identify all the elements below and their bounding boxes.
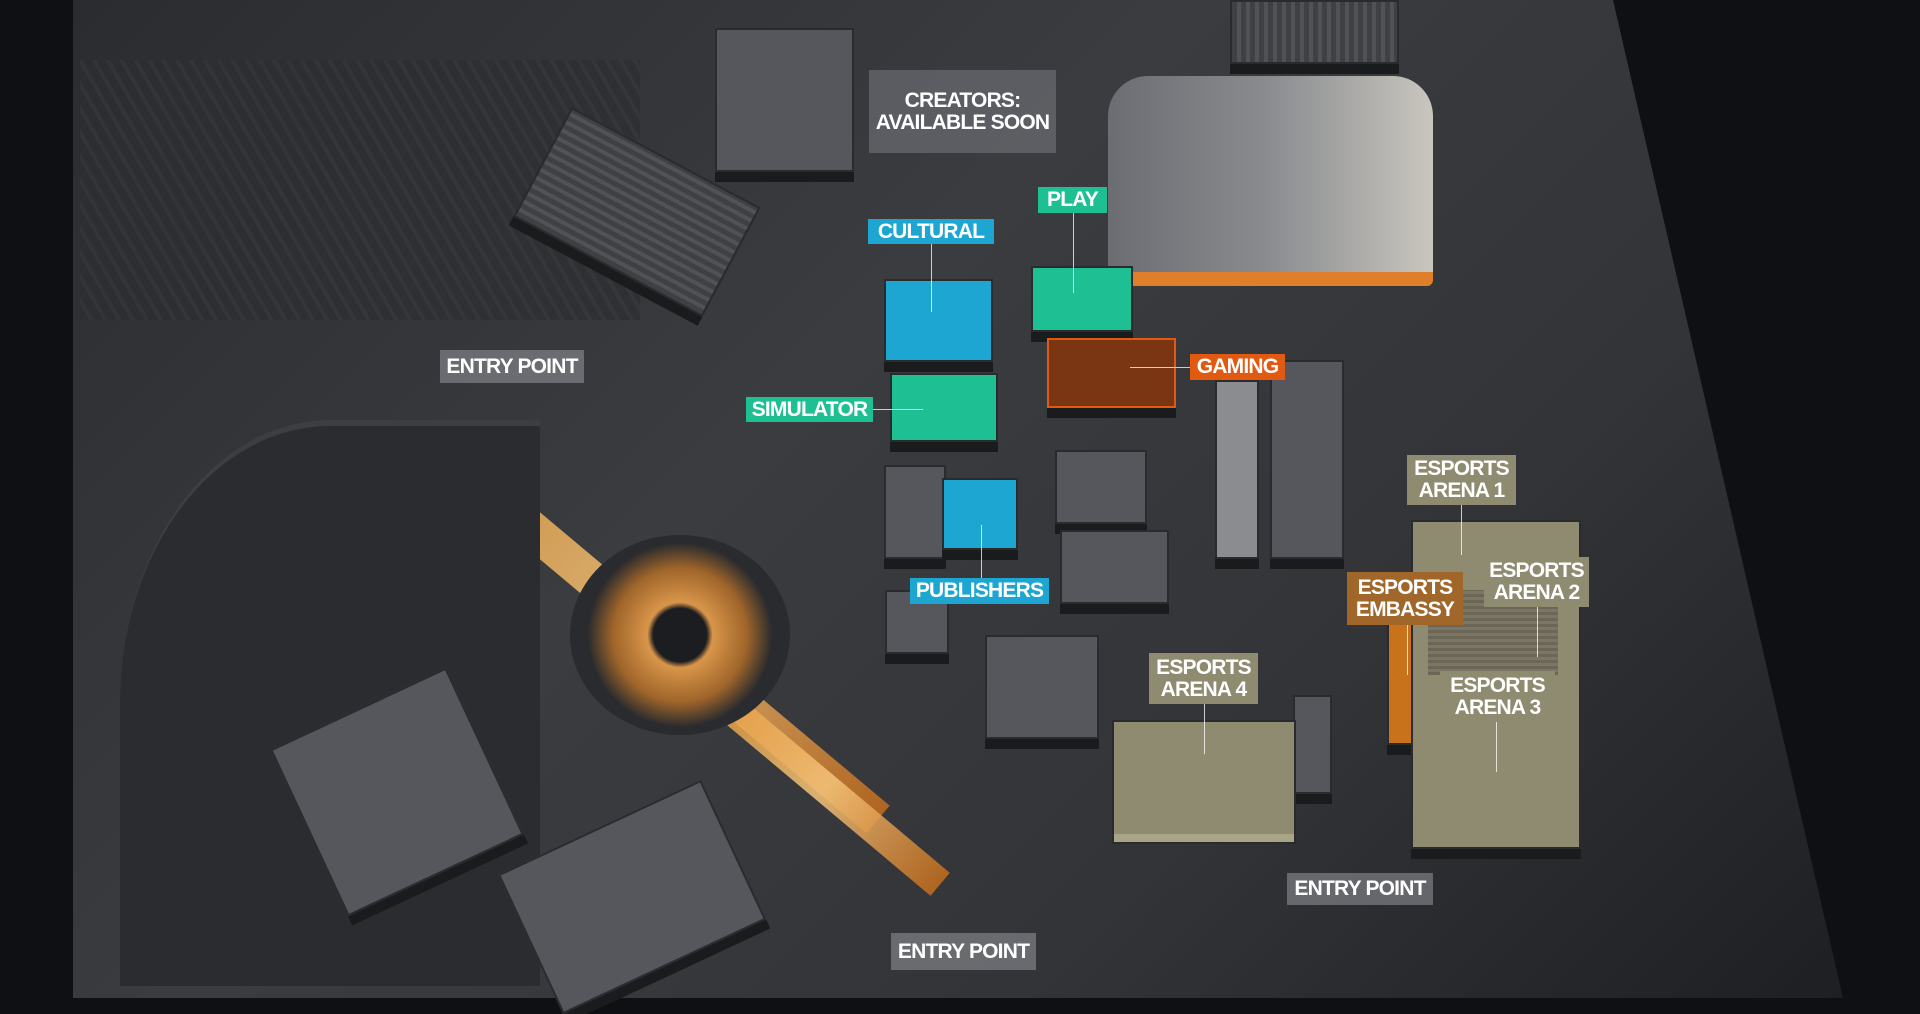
esports-arena-1-label[interactable]: ESPORTS ARENA 1 [1407,455,1516,505]
simulator-building [890,373,998,442]
creators-label[interactable]: CREATORS: AVAILABLE SOON [869,70,1056,153]
creators-label-line2: AVAILABLE SOON [875,110,1050,134]
leader-line [1537,607,1538,657]
building [985,635,1099,739]
long-building [1215,380,1259,559]
leader-line [1073,213,1074,293]
leader-line [1496,722,1497,772]
esports-arena-2-line1: ESPORTS [1489,559,1585,582]
esports-arena-2-line2: ARENA 2 [1493,581,1581,604]
building [884,465,946,559]
leader-line [1407,625,1408,675]
building [1060,530,1169,604]
esports-arena-3-line2: ARENA 3 [1454,695,1542,719]
play-building [1031,266,1133,332]
gaming-building [1047,338,1176,408]
leader-line [1461,505,1462,555]
cultural-building [884,279,993,362]
leader-line [981,525,982,578]
esports-arena-3-label[interactable]: ESPORTS ARENA 3 [1440,671,1555,722]
leader-line [931,244,932,312]
building [1293,695,1332,794]
gaming-label[interactable]: GAMING [1190,354,1285,380]
entry-point-right-label[interactable]: ENTRY POINT [1287,873,1433,905]
leader-line [873,409,923,410]
creators-label-line1: CREATORS: [904,88,1022,112]
central-plaza [570,535,790,735]
cultural-label[interactable]: CULTURAL [868,219,994,244]
entry-point-bottom-label[interactable]: ENTRY POINT [891,933,1036,970]
esports-embassy-line2: EMBASSY [1355,597,1455,621]
warehouse-building [715,28,854,172]
esports-arena-4-line2: ARENA 4 [1160,677,1248,701]
esports-arena-4-line1: ESPORTS [1156,655,1252,679]
publishers-building [942,478,1018,550]
esports-arena-2-label[interactable]: ESPORTS ARENA 2 [1484,557,1589,607]
esports-arena-1-line1: ESPORTS [1414,457,1510,480]
curved-building [120,420,540,986]
leader-line [1204,704,1205,754]
esports-arena-1-line2: ARENA 1 [1418,479,1506,502]
esports-embassy-line1: ESPORTS [1357,575,1454,599]
esports-arena-4-label[interactable]: ESPORTS ARENA 4 [1149,653,1258,704]
top-right-building [1230,0,1399,64]
leader-line [1130,367,1190,368]
entry-point-left-label[interactable]: ENTRY POINT [440,350,584,383]
play-label[interactable]: PLAY [1038,187,1107,213]
long-building [1270,360,1344,559]
simulator-label[interactable]: SIMULATOR [746,397,873,422]
esports-arena-3-line1: ESPORTS [1450,673,1546,697]
building [1055,450,1147,524]
publishers-label[interactable]: PUBLISHERS [910,578,1049,604]
dome-building [1108,76,1433,286]
esports-embassy-label[interactable]: ESPORTS EMBASSY [1347,572,1463,625]
